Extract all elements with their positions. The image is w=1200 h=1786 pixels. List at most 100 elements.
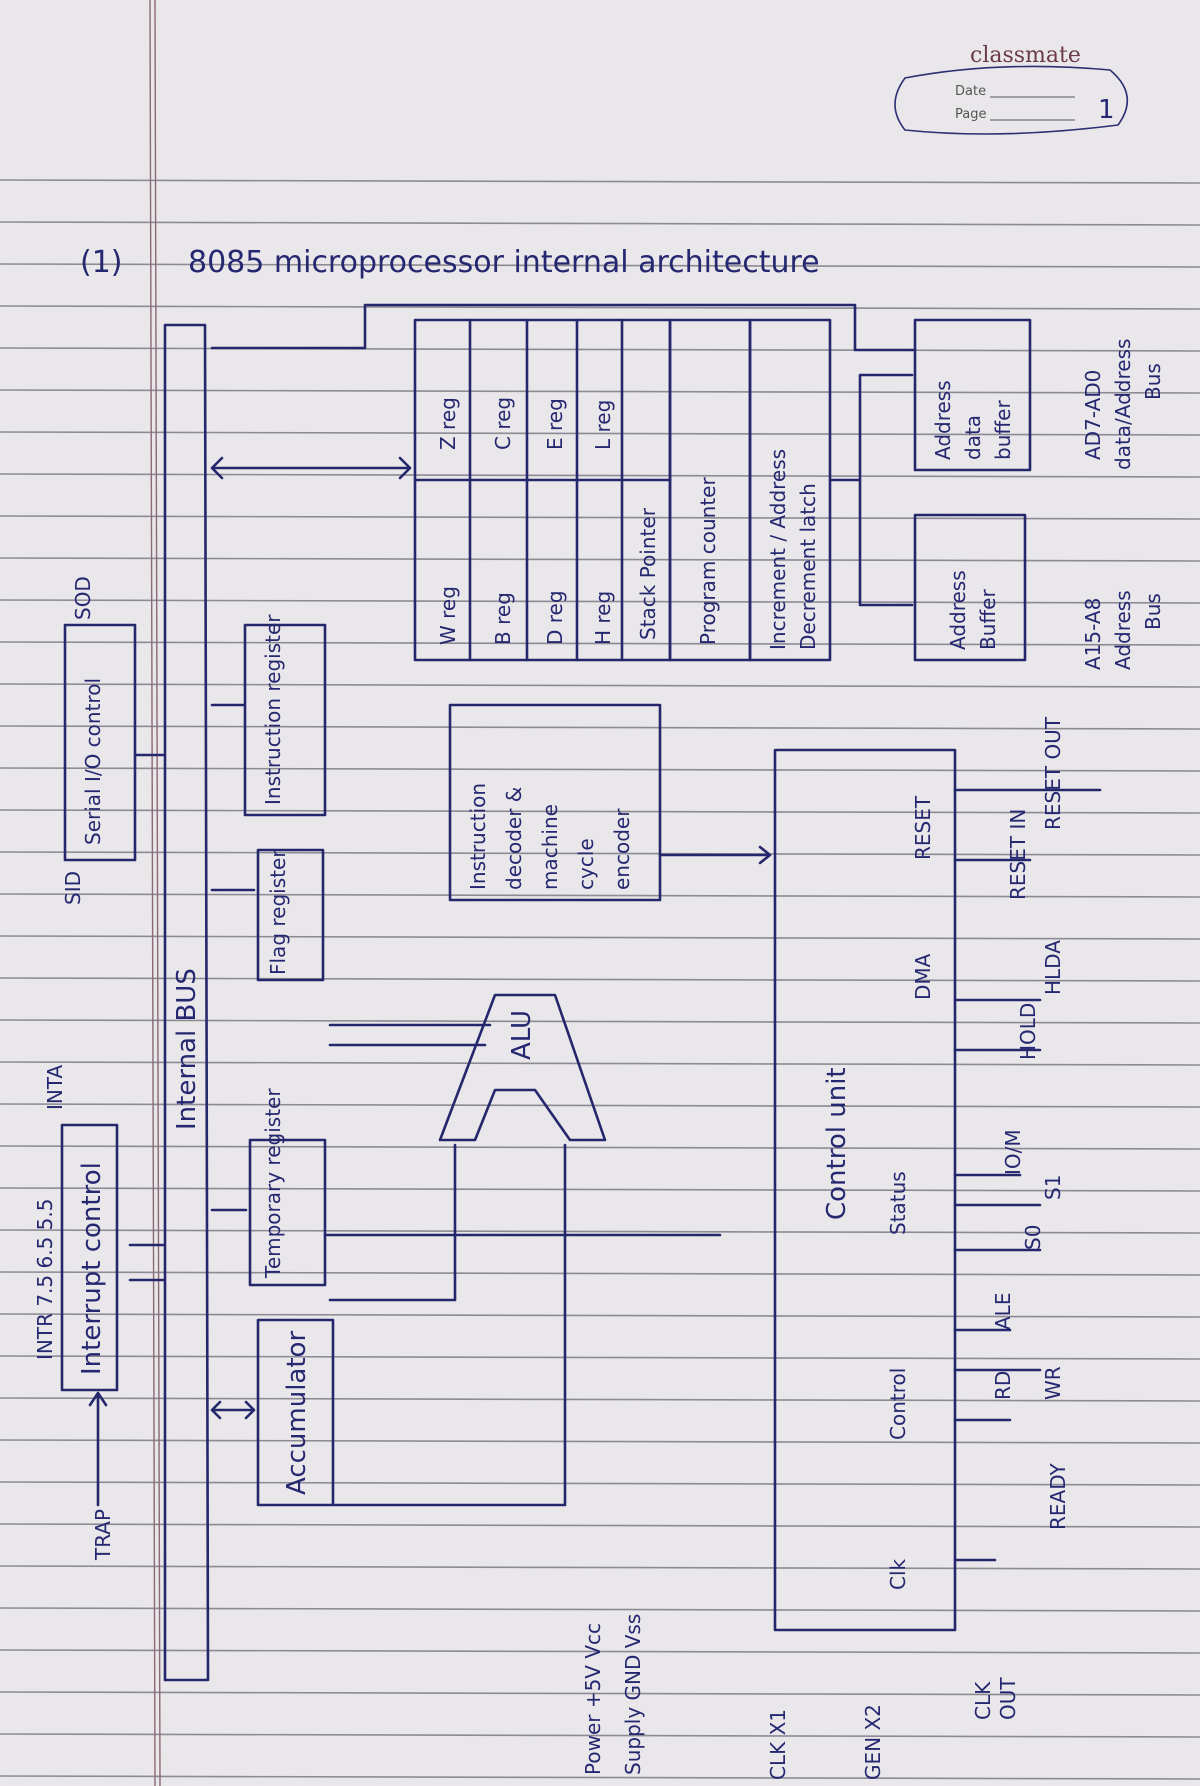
ruled-line <box>0 1775 1200 1780</box>
decoder-label-line: machine <box>538 804 562 890</box>
reg-e: E reg <box>543 398 567 450</box>
reg-w: W reg <box>436 586 460 645</box>
decoder-label-line: cycle <box>574 838 598 890</box>
ruled-line <box>0 389 1200 394</box>
ruled-line <box>0 1019 1200 1024</box>
ruled-line <box>0 683 1200 688</box>
svg-text:Interrupt control: Interrupt control <box>77 1162 107 1375</box>
heading-text: 8085 microprocessor internal architectur… <box>188 245 820 280</box>
ruled-line <box>0 347 1200 352</box>
ruled-line <box>0 1187 1200 1192</box>
classmate-stamp: classmate Date Page 1 <box>894 43 1129 135</box>
group-reset: RESET <box>911 795 935 860</box>
trap-arrow <box>88 1391 108 1507</box>
instruction-register-block: Instruction register <box>243 614 327 817</box>
inc-dec-latch-cell <box>748 318 832 662</box>
ruled-line <box>0 599 1200 604</box>
pin-s1: S1 <box>1041 1175 1065 1200</box>
alu-block: ALU <box>438 993 607 1142</box>
reg-z: Z reg <box>436 397 460 450</box>
address-data-buffer-block: Address data buffer <box>913 318 1032 472</box>
margin-line-2 <box>149 0 156 1786</box>
regfile-bus-arrow <box>210 456 412 480</box>
decoder-label-line: encoder <box>610 808 634 890</box>
pin-wr: WR <box>1041 1366 1065 1400</box>
decoder-to-control-arrow <box>658 845 772 865</box>
pin-s0: S0 <box>1021 1225 1045 1250</box>
svg-text:ALU: ALU <box>507 1010 537 1060</box>
page-number: 1 <box>1098 95 1115 125</box>
ruled-line <box>0 1691 1200 1696</box>
svg-text:buffer: buffer <box>991 400 1015 460</box>
margin-line <box>154 0 161 1786</box>
ruled-line <box>0 1355 1200 1360</box>
reg-l: L reg <box>591 400 615 450</box>
power-line2: Supply GND Vss <box>621 1614 645 1775</box>
accumulator-block: Accumulator <box>256 1318 335 1507</box>
ruled-line <box>0 1607 1200 1612</box>
ruled-line <box>0 1397 1200 1402</box>
svg-text:data/Address: data/Address <box>1111 339 1135 470</box>
reg-d: D reg <box>543 590 567 645</box>
ruled-line <box>0 977 1200 982</box>
svg-text:Address: Address <box>1111 590 1135 670</box>
ad7-ad0: AD7-AD0 <box>1081 370 1105 460</box>
group-control: Control <box>886 1368 910 1440</box>
clk-gen-line2: GEN X2 <box>861 1704 885 1780</box>
address-buffer-block: Address Buffer <box>913 513 1027 662</box>
ruled-line <box>0 1145 1200 1150</box>
interrupt-control-block: Interrupt control <box>60 1123 119 1392</box>
ruled-lines <box>0 179 1200 1780</box>
latch-to-buffers <box>828 373 914 607</box>
svg-text:Accumulator: Accumulator <box>282 1331 312 1495</box>
svg-text:Flag register: Flag register <box>266 849 290 975</box>
pin-hold: HOLD <box>1016 1003 1040 1060</box>
pin-reset-out: RESET OUT <box>1041 716 1065 830</box>
ruled-line <box>0 1565 1200 1570</box>
ruled-line <box>0 557 1200 562</box>
ruled-line <box>0 305 1200 310</box>
ruled-line <box>0 179 1200 184</box>
ruled-line <box>0 221 1200 226</box>
reg-c: C reg <box>491 397 515 450</box>
stack-pointer: Stack Pointer <box>636 507 660 640</box>
ruled-line <box>0 515 1200 520</box>
ruled-line <box>0 431 1200 436</box>
ruled-line <box>0 1439 1200 1444</box>
ruled-line <box>0 809 1200 814</box>
clk-gen-line1: CLK X1 <box>766 1709 790 1780</box>
ruled-line <box>0 1061 1200 1066</box>
pin-reset-in: RESET IN <box>1006 809 1030 900</box>
sid-label: SID <box>61 871 85 905</box>
control-pin-lines <box>953 788 1102 1562</box>
ruled-line <box>0 851 1200 856</box>
pin-ready: READY <box>1046 1462 1070 1530</box>
interrupt-inputs-label: INTR 7.5 6.5 5.5 <box>33 1199 57 1360</box>
svg-text:Address: Address <box>931 380 955 460</box>
reg-b: B reg <box>491 592 515 645</box>
trap-label: TRAP <box>91 1509 115 1561</box>
ruled-line <box>0 767 1200 772</box>
ruled-line <box>0 263 1200 268</box>
decoder-label-line: decoder & <box>502 787 526 890</box>
svg-text:Instruction register: Instruction register <box>261 614 285 805</box>
svg-text:Control unit: Control unit <box>822 1067 852 1220</box>
ruled-line <box>0 473 1200 478</box>
interrupt-bus-link <box>128 1243 165 1282</box>
svg-text:Serial I/O control: Serial I/O control <box>81 678 105 845</box>
power-line1: Power +5V Vcc <box>581 1623 605 1775</box>
ruled-line <box>0 935 1200 940</box>
sod-label: SOD <box>71 576 95 620</box>
group-status: Status <box>886 1171 910 1235</box>
svg-text:Bus: Bus <box>1141 593 1165 630</box>
control-unit-block: Control unit <box>773 748 957 1632</box>
ruled-line <box>0 1271 1200 1276</box>
ruled-line <box>0 1313 1200 1318</box>
svg-text:data: data <box>961 415 985 460</box>
alu-datapaths <box>323 1023 722 1507</box>
flag-register-block: Flag register <box>256 848 325 982</box>
ruled-line <box>0 1481 1200 1486</box>
